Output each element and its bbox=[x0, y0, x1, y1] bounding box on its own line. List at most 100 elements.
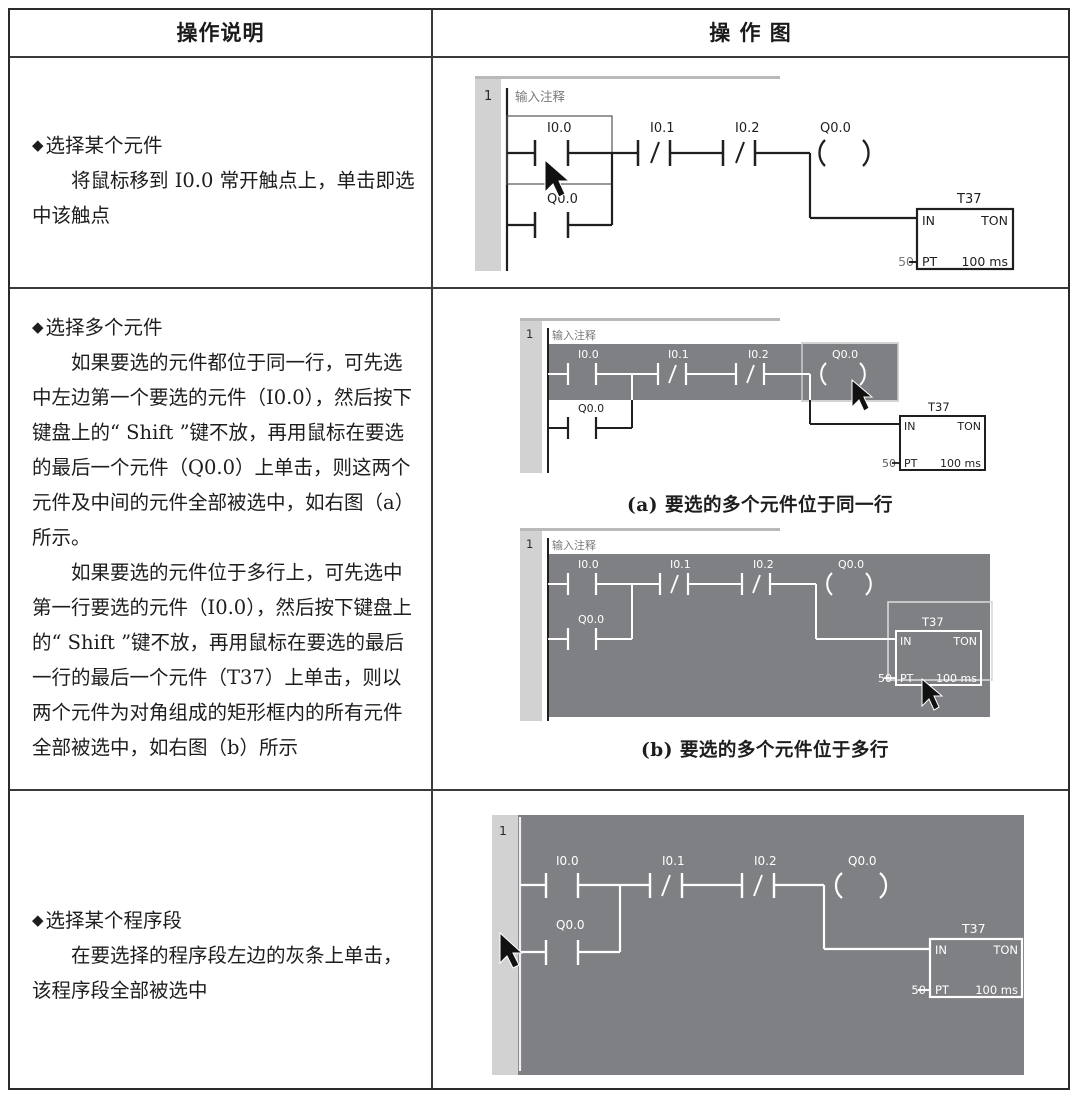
row3-paragraph-1: 在要选择的程序段左边的灰条上单击，该程序段全部被选中 bbox=[32, 944, 403, 1002]
timer-box-t37 bbox=[895, 630, 982, 686]
row2-description: ◆选择多个元件 如果要选的元件都位于同一行，可先选中左边第一个要选的元件（I0.… bbox=[10, 310, 431, 765]
row3-figure: 1 I0.0 I0.1 I0.2 bbox=[480, 805, 1040, 1085]
timer-timebase-label: 100 ms bbox=[936, 672, 977, 685]
contact-label-i01: I0.1 bbox=[670, 558, 691, 571]
row2-figure-a: 1 输入注释 I0.0 I0.1 bbox=[510, 312, 1010, 517]
contact-label-q00-branch: Q0.0 bbox=[547, 192, 578, 207]
row2-paragraph-2: 如果要选的元件位于多行上，可先选中第一行要选的元件（I0.0），然后按下键盘上的… bbox=[32, 561, 412, 759]
mouse-cursor-icon bbox=[499, 931, 524, 969]
ladder-svg-row3: 1 I0.0 I0.1 I0.2 bbox=[492, 815, 1024, 1075]
row3-title-line: ◆选择某个程序段 bbox=[32, 903, 415, 938]
network-selector-bar bbox=[475, 79, 501, 271]
timer-timebase-label: 100 ms bbox=[961, 254, 1008, 269]
ladder-diagram-row2b: 1 输入注释 I0.0 I0.1 bbox=[510, 522, 1020, 732]
row1-title: 选择某个元件 bbox=[45, 134, 163, 157]
table-row1-divider bbox=[10, 287, 1068, 289]
timer-box-t37 bbox=[899, 415, 986, 471]
table-header-divider bbox=[10, 56, 1068, 58]
contact-label-i01: I0.1 bbox=[650, 121, 675, 136]
network-number-label: 1 bbox=[526, 537, 533, 551]
contact-label-q00-branch: Q0.0 bbox=[578, 402, 604, 415]
timer-name-t37: T37 bbox=[921, 615, 944, 629]
timer-name-t37: T37 bbox=[956, 192, 981, 207]
figure-a-caption: (a) 要选的多个元件位于同一行 bbox=[627, 495, 893, 516]
timer-type-label: TON bbox=[980, 213, 1008, 228]
header-cell-operation-figure: 操 作 图 bbox=[709, 20, 792, 45]
timer-pt-label: PT bbox=[904, 457, 918, 470]
contact-label-i02: I0.2 bbox=[735, 121, 760, 136]
coil-label-q00: Q0.0 bbox=[838, 558, 864, 571]
timer-box-t37 bbox=[915, 207, 1015, 271]
contact-label-i02: I0.2 bbox=[754, 854, 777, 868]
row1-description: ◆选择某个元件 将鼠标移到 I0.0 常开触点上，单击即选中该触点 bbox=[10, 128, 431, 233]
network-selector-bar bbox=[520, 321, 542, 473]
contact-label-q00-branch: Q0.0 bbox=[578, 613, 604, 626]
selection-box-timer bbox=[887, 601, 993, 681]
ladder-svg-row1: 1 输入注释 I0.0 Q0.0 bbox=[475, 76, 1015, 271]
figure-b-caption: (b) 要选的多个元件位于多行 bbox=[641, 740, 889, 761]
timer-name-t37: T37 bbox=[927, 400, 950, 414]
network-comment: 输入注释 bbox=[552, 328, 596, 342]
row2-title: 选择多个元件 bbox=[45, 316, 163, 339]
timer-input-label: IN bbox=[900, 635, 911, 648]
timer-box-t37 bbox=[928, 937, 1024, 999]
table-column-divider bbox=[431, 10, 433, 1088]
contact-label-q00-branch: Q0.0 bbox=[556, 918, 585, 932]
selection-highlight-rung1 bbox=[548, 344, 898, 400]
network-comment: 输入注释 bbox=[515, 89, 566, 104]
diamond-bullet-icon: ◆ bbox=[32, 318, 44, 336]
diamond-bullet-icon: ◆ bbox=[32, 136, 44, 154]
contact-label-i01: I0.1 bbox=[662, 854, 685, 868]
timer-type-label: TON bbox=[992, 943, 1018, 957]
timer-timebase-label: 100 ms bbox=[940, 457, 981, 470]
timer-name-t37: T37 bbox=[961, 921, 986, 936]
timer-input-label: IN bbox=[904, 420, 915, 433]
network-comment: 输入注释 bbox=[552, 538, 596, 552]
ladder-diagram-row3: 1 I0.0 I0.1 I0.2 bbox=[480, 805, 1040, 1085]
timer-timebase-label: 100 ms bbox=[975, 983, 1018, 997]
timer-preset-value: 50 bbox=[898, 254, 914, 269]
contact-label-i00: I0.0 bbox=[578, 348, 599, 361]
mouse-cursor-icon bbox=[851, 378, 874, 412]
ladder-svg-row2a: 1 输入注释 I0.0 I0.1 bbox=[520, 318, 986, 473]
selection-box-coil bbox=[801, 342, 899, 402]
timer-input-label: IN bbox=[935, 943, 947, 957]
row2-title-line: ◆选择多个元件 bbox=[32, 310, 415, 345]
ladder-svg-row2b: 1 输入注释 I0.0 I0.1 bbox=[520, 528, 993, 721]
contact-label-i02: I0.2 bbox=[748, 348, 769, 361]
contact-label-i01: I0.1 bbox=[668, 348, 689, 361]
timer-pt-label: PT bbox=[935, 983, 950, 997]
header-cell-operation-description: 操作说明 bbox=[176, 20, 265, 45]
timer-preset-value: 50 bbox=[882, 457, 896, 470]
contact-label-i00: I0.0 bbox=[547, 121, 572, 136]
coil-label-q00: Q0.0 bbox=[832, 348, 858, 361]
timer-input-label: IN bbox=[922, 213, 935, 228]
coil-label-q00: Q0.0 bbox=[848, 854, 877, 868]
contact-label-i00: I0.0 bbox=[556, 854, 579, 868]
operations-table: 操作说明 操 作 图 ◆选择某个元件 将鼠标移到 I0.0 常开触点上，单击即选… bbox=[8, 8, 1070, 1090]
row2-figure-b: 1 输入注释 I0.0 I0.1 bbox=[510, 522, 1020, 762]
contact-label-i02: I0.2 bbox=[753, 558, 774, 571]
network-number-label: 1 bbox=[484, 89, 492, 104]
row1-paragraph-1: 将鼠标移到 I0.0 常开触点上，单击即选中该触点 bbox=[32, 169, 415, 227]
timer-type-label: TON bbox=[952, 635, 977, 648]
diamond-bullet-icon: ◆ bbox=[32, 911, 44, 929]
selection-highlight-network bbox=[518, 815, 1024, 1075]
contact-label-i00: I0.0 bbox=[578, 558, 599, 571]
table-row2-divider bbox=[10, 789, 1068, 791]
coil-label-q00: Q0.0 bbox=[820, 121, 851, 136]
ladder-diagram-row1: 1 输入注释 I0.0 Q0.0 bbox=[465, 70, 1025, 285]
row2-paragraph-1: 如果要选的元件都位于同一行，可先选中左边第一个要选的元件（I0.0），然后按下键… bbox=[32, 351, 415, 549]
timer-type-label: TON bbox=[956, 420, 981, 433]
row1-title-line: ◆选择某个元件 bbox=[32, 128, 415, 163]
row3-description: ◆选择某个程序段 在要选择的程序段左边的灰条上单击，该程序段全部被选中 bbox=[10, 903, 431, 1008]
network-number-label: 1 bbox=[499, 823, 507, 838]
ladder-diagram-row2a: 1 输入注释 I0.0 I0.1 bbox=[510, 312, 1010, 487]
row1-figure: 1 输入注释 I0.0 Q0.0 bbox=[465, 70, 1025, 285]
mouse-cursor-icon bbox=[921, 677, 944, 711]
timer-pt-label: PT bbox=[922, 254, 938, 269]
timer-pt-label: PT bbox=[900, 672, 914, 685]
mouse-cursor-icon bbox=[544, 158, 571, 198]
row3-title: 选择某个程序段 bbox=[45, 909, 183, 932]
